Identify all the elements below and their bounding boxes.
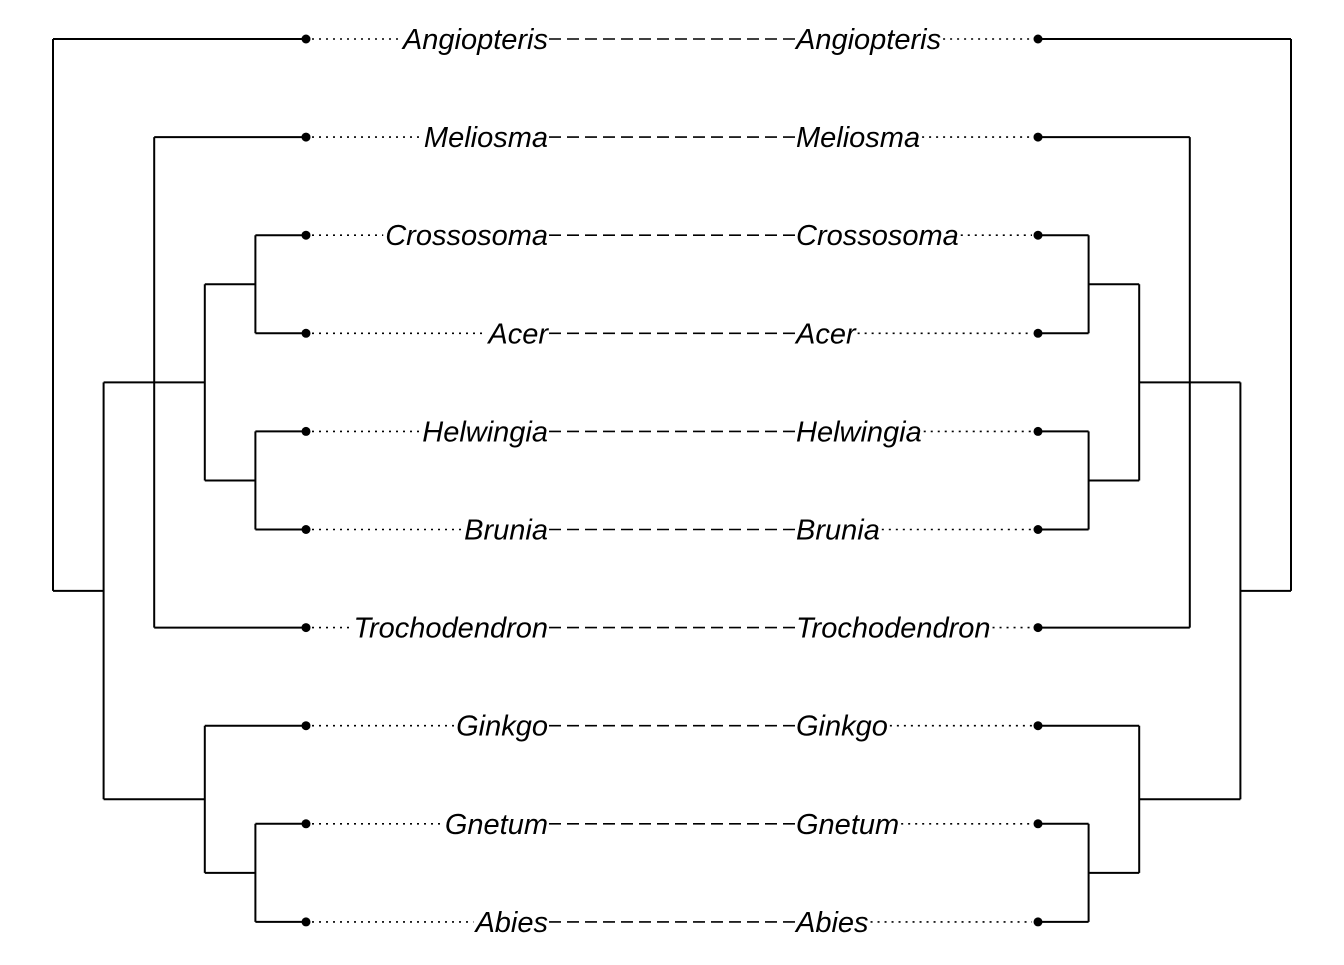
right-tip-dot [1033, 917, 1043, 927]
right-taxon-label: Crossosoma [796, 220, 959, 252]
left-taxon-label: Helwingia [422, 416, 548, 448]
right-taxon-label: Helwingia [796, 416, 922, 448]
right-taxon-label: Meliosma [796, 122, 920, 154]
right-taxon-label: Acer [794, 318, 857, 350]
right-tree [1038, 38, 1292, 923]
right-tip-dot [1033, 426, 1043, 436]
right-labels: AngiopterisMeliosmaCrossosomaAcerHelwing… [794, 24, 1043, 939]
right-taxon-label: Gnetum [796, 809, 899, 841]
left-taxon-label: Meliosma [424, 122, 548, 154]
left-tip-dot [301, 34, 311, 44]
right-taxon-label: Brunia [796, 515, 880, 547]
left-tip-dot [301, 917, 311, 927]
left-tip-dot [301, 721, 311, 731]
left-tree [52, 38, 306, 923]
left-tip-dot [301, 132, 311, 142]
left-tip-dot [301, 623, 311, 633]
right-tip-dot [1033, 328, 1043, 338]
right-taxon-label: Trochodendron [796, 613, 991, 645]
right-tip-dot [1033, 230, 1043, 240]
right-taxon-label: Ginkgo [796, 711, 888, 743]
right-tip-dot [1033, 525, 1043, 534]
left-tip-dot [301, 525, 311, 534]
left-tip-dot [301, 819, 311, 829]
left-tip-dot [301, 426, 311, 436]
right-tip-dot [1033, 623, 1043, 633]
left-labels: AngiopterisMeliosmaCrossosomaAcerHelwing… [301, 24, 549, 939]
right-tip-dot [1033, 721, 1043, 731]
left-tip-dot [301, 230, 311, 240]
right-tip-dot [1033, 819, 1043, 829]
right-tip-dot [1033, 34, 1043, 44]
left-taxon-label: Crossosoma [385, 220, 548, 252]
left-taxon-label: Ginkgo [456, 711, 548, 743]
right-taxon-label: Angiopteris [794, 24, 941, 56]
left-taxon-label: Brunia [464, 515, 548, 547]
left-taxon-label: Acer [486, 318, 549, 350]
left-taxon-label: Trochodendron [353, 613, 548, 645]
left-taxon-label: Angiopteris [401, 24, 548, 56]
connector-lines [549, 38, 795, 923]
left-taxon-label: Abies [473, 907, 548, 939]
left-tip-dot [301, 328, 311, 338]
left-taxon-label: Gnetum [445, 809, 548, 841]
right-tip-dot [1033, 132, 1043, 142]
right-taxon-label: Abies [794, 907, 869, 939]
